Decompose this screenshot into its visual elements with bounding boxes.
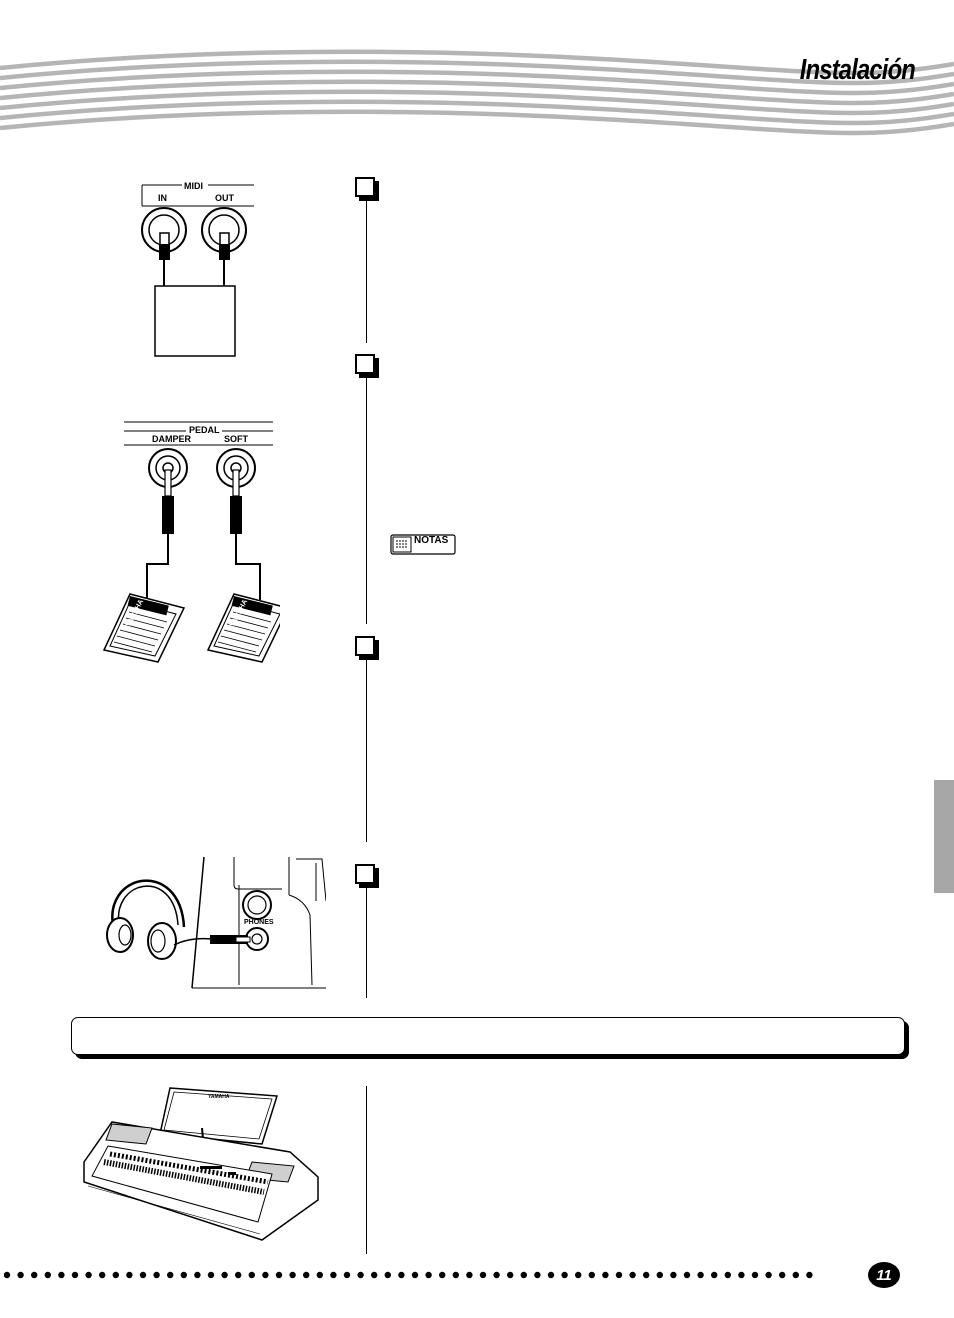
pedal-soft-label: SOFT (224, 434, 248, 444)
footer-dot (58, 1271, 65, 1279)
footer-dot (71, 1271, 79, 1279)
footer-dot (683, 1271, 691, 1279)
footer-dot (31, 1271, 38, 1279)
footer-dot (724, 1271, 731, 1279)
page-number: 11 (876, 1266, 892, 1284)
footer-dot (330, 1271, 337, 1279)
side-chapter-tab (934, 780, 954, 893)
footer-dot (248, 1271, 255, 1279)
keyboard-music-rest-illustration (83, 1087, 319, 1241)
step-marker-2 (355, 354, 375, 374)
headphones-connection-illustration (106, 856, 326, 989)
step-line-3 (366, 654, 367, 842)
footer-dot (235, 1271, 242, 1279)
footer-dot (765, 1271, 772, 1279)
soft-pedal-drawing (206, 593, 280, 663)
phones-jack-label: PHONES (244, 919, 274, 926)
footer-dot (343, 1271, 351, 1279)
footer-dot (561, 1271, 568, 1279)
footer-dot (452, 1271, 459, 1279)
footer-dot (547, 1271, 555, 1279)
footer-dot (303, 1271, 310, 1279)
footer-dot (479, 1271, 487, 1279)
footer-dot (602, 1271, 609, 1279)
step-line-1 (366, 195, 367, 343)
midi-out-label: OUT (215, 193, 234, 203)
footer-dot (221, 1271, 228, 1279)
footer-dot (493, 1271, 500, 1279)
footer-dot (507, 1271, 514, 1279)
footer-dot (17, 1271, 24, 1279)
footer-dot (670, 1271, 677, 1279)
footer-dot (85, 1271, 92, 1279)
damper-pedal-drawing (102, 593, 186, 663)
step-marker-1 (355, 177, 375, 197)
section-heading-bar (71, 1017, 905, 1055)
footer-dot (779, 1271, 786, 1279)
step-marker-4 (355, 864, 375, 884)
footer-dot (316, 1271, 323, 1279)
footer-dot (99, 1271, 106, 1279)
step-marker-3 (355, 636, 375, 656)
footer-dot (575, 1271, 582, 1279)
footer-dot (751, 1271, 759, 1279)
footer-dot (629, 1271, 636, 1279)
footer-dot (697, 1271, 704, 1279)
footer-dot (411, 1271, 419, 1279)
footer-dot (357, 1271, 364, 1279)
footer-dot (384, 1271, 391, 1279)
footer-dot (398, 1271, 405, 1279)
page-number-badge: 11 (868, 1262, 900, 1288)
step-line-5 (366, 1086, 367, 1254)
midi-connection-illustration (141, 184, 254, 357)
step-line-2 (366, 372, 367, 624)
footer-dot (656, 1271, 663, 1279)
footer-dot (792, 1271, 799, 1279)
music-rest-brand: YAMAHA (208, 1094, 230, 1100)
footer-dot (139, 1271, 147, 1279)
footer-dot (439, 1271, 446, 1279)
footer-dot (153, 1271, 160, 1279)
footer-dot (806, 1271, 813, 1279)
footer-dot (194, 1271, 201, 1279)
footer-dot (180, 1271, 187, 1279)
footer-dot (167, 1271, 174, 1279)
footer-dot (466, 1271, 473, 1279)
header-wave-decoration (0, 49, 954, 136)
footer-dot (4, 1271, 11, 1279)
notes-label: NOTAS (414, 535, 449, 546)
pedal-damper-label: DAMPER (152, 434, 192, 444)
footer-dot (44, 1271, 51, 1279)
footer-dot (615, 1271, 623, 1279)
footer-dot (738, 1271, 745, 1279)
footer-dot (711, 1271, 718, 1279)
step-line-4 (366, 882, 367, 998)
pedal-connection-illustration (102, 421, 280, 663)
footer-dot (425, 1271, 432, 1279)
footer-dot (112, 1271, 120, 1279)
midi-group-label: MIDI (184, 181, 203, 191)
footer-dot (275, 1271, 283, 1279)
footer-dot (534, 1271, 541, 1279)
footer-dot (207, 1271, 215, 1279)
footer-dot-row (4, 1271, 813, 1279)
midi-in-label: IN (158, 193, 167, 203)
notes-icon (390, 534, 456, 555)
footer-dot (289, 1271, 296, 1279)
page-title: Instalación (799, 54, 916, 86)
footer-dot (588, 1271, 595, 1279)
footer-dot (262, 1271, 269, 1279)
footer-dot (643, 1271, 650, 1279)
footer-dot (126, 1271, 133, 1279)
footer-dot (520, 1271, 527, 1279)
pedal-group-label: PEDAL (189, 425, 220, 435)
footer-dot (371, 1271, 378, 1279)
